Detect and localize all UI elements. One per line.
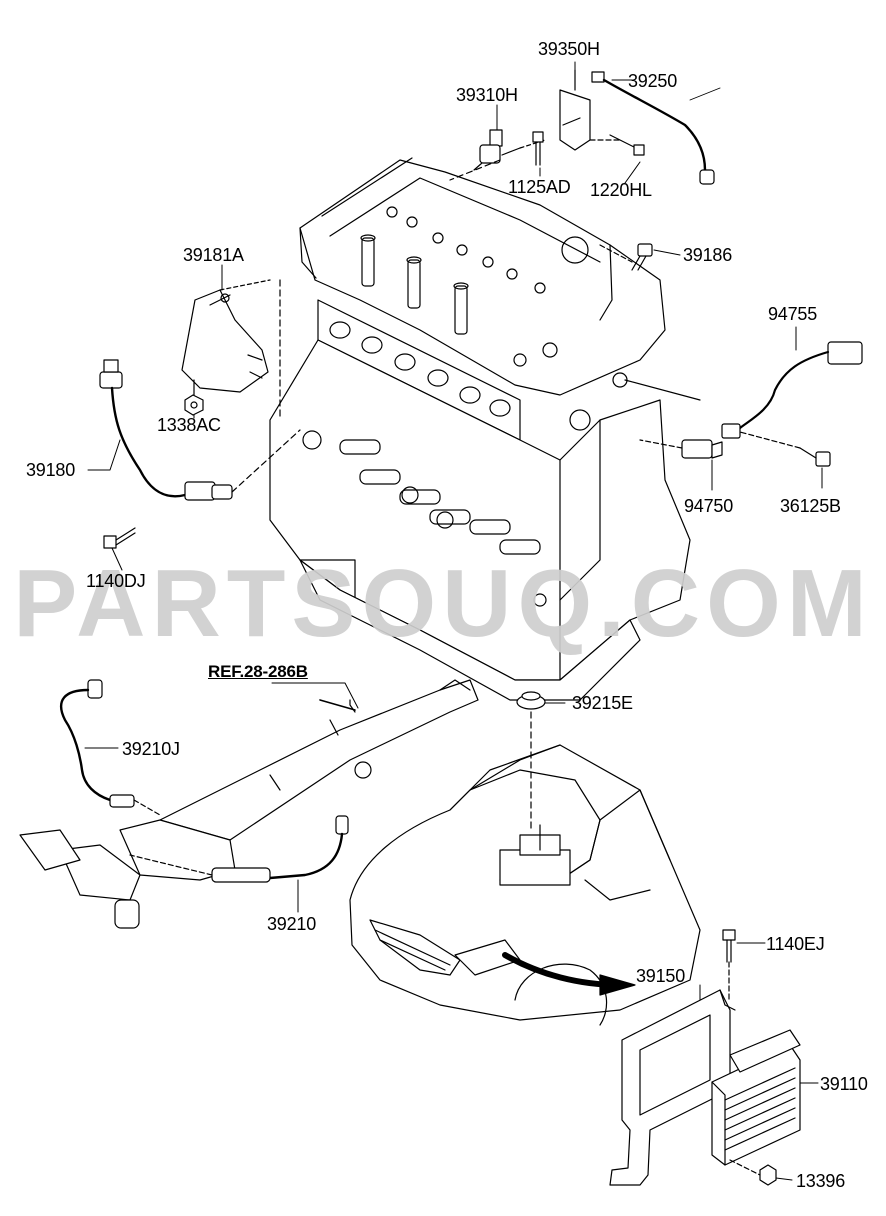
sensor-94750 bbox=[639, 439, 723, 459]
grommet-39215e bbox=[516, 691, 546, 710]
nut-1338ac bbox=[184, 379, 204, 416]
vehicle-front bbox=[349, 711, 701, 1026]
reference-label[interactable]: REF.28-286B bbox=[208, 662, 308, 681]
label-39215e: 39215E bbox=[572, 693, 633, 713]
label-1140dj: 1140DJ bbox=[86, 571, 146, 591]
cam-bolts bbox=[386, 206, 589, 367]
label-39181a: 39181A bbox=[183, 245, 244, 265]
sensor-39186 bbox=[599, 243, 653, 271]
exhaust-pipe bbox=[19, 679, 479, 929]
nut-13396 bbox=[729, 1159, 777, 1186]
label-39310h: 39310H bbox=[456, 85, 518, 105]
o2-sensor-39210 bbox=[129, 815, 349, 883]
label-39250: 39250 bbox=[628, 71, 678, 91]
sensor-94755 bbox=[721, 341, 863, 439]
bolt-1125ad bbox=[532, 131, 544, 166]
label-94750: 94750 bbox=[684, 496, 734, 516]
cam-position-sensor bbox=[449, 129, 546, 181]
label-94755: 94755 bbox=[768, 304, 818, 324]
label-39210: 39210 bbox=[267, 914, 317, 934]
label-39350h: 39350H bbox=[538, 39, 600, 59]
spark-plug-tubes bbox=[360, 234, 469, 335]
ecu-bracket bbox=[609, 989, 736, 1186]
watermark: PARTSOUQ.COM bbox=[13, 550, 873, 657]
label-1220hl: 1220HL bbox=[590, 180, 652, 200]
label-39180: 39180 bbox=[26, 460, 76, 480]
label-1125ad: 1125AD bbox=[508, 177, 571, 197]
ecu-unit bbox=[711, 1029, 801, 1166]
bolt-1140ej bbox=[722, 929, 736, 1001]
label-39110: 39110 bbox=[820, 1074, 868, 1094]
label-39186: 39186 bbox=[683, 245, 733, 265]
block-pipes bbox=[302, 430, 547, 607]
label-39150: 39150 bbox=[636, 966, 686, 986]
o2-sensor-39210j bbox=[59, 679, 161, 816]
label-39210j: 39210J bbox=[122, 739, 180, 759]
bolt-36125b bbox=[739, 431, 831, 467]
engine-assembly bbox=[269, 157, 701, 701]
heat-shield bbox=[181, 279, 281, 421]
label-13396: 13396 bbox=[796, 1171, 846, 1191]
label-1338ac: 1338AC bbox=[157, 415, 221, 435]
label-1140ej: 1140EJ bbox=[766, 934, 825, 954]
bolt-1140dj bbox=[103, 527, 136, 549]
knock-sensor-wire bbox=[99, 359, 301, 501]
wire-39250 bbox=[591, 71, 721, 185]
bolt-1220hl bbox=[609, 134, 645, 156]
label-36125b: 36125B bbox=[780, 496, 841, 516]
bracket-39350h bbox=[559, 69, 621, 151]
leader-lines bbox=[84, 61, 823, 1181]
